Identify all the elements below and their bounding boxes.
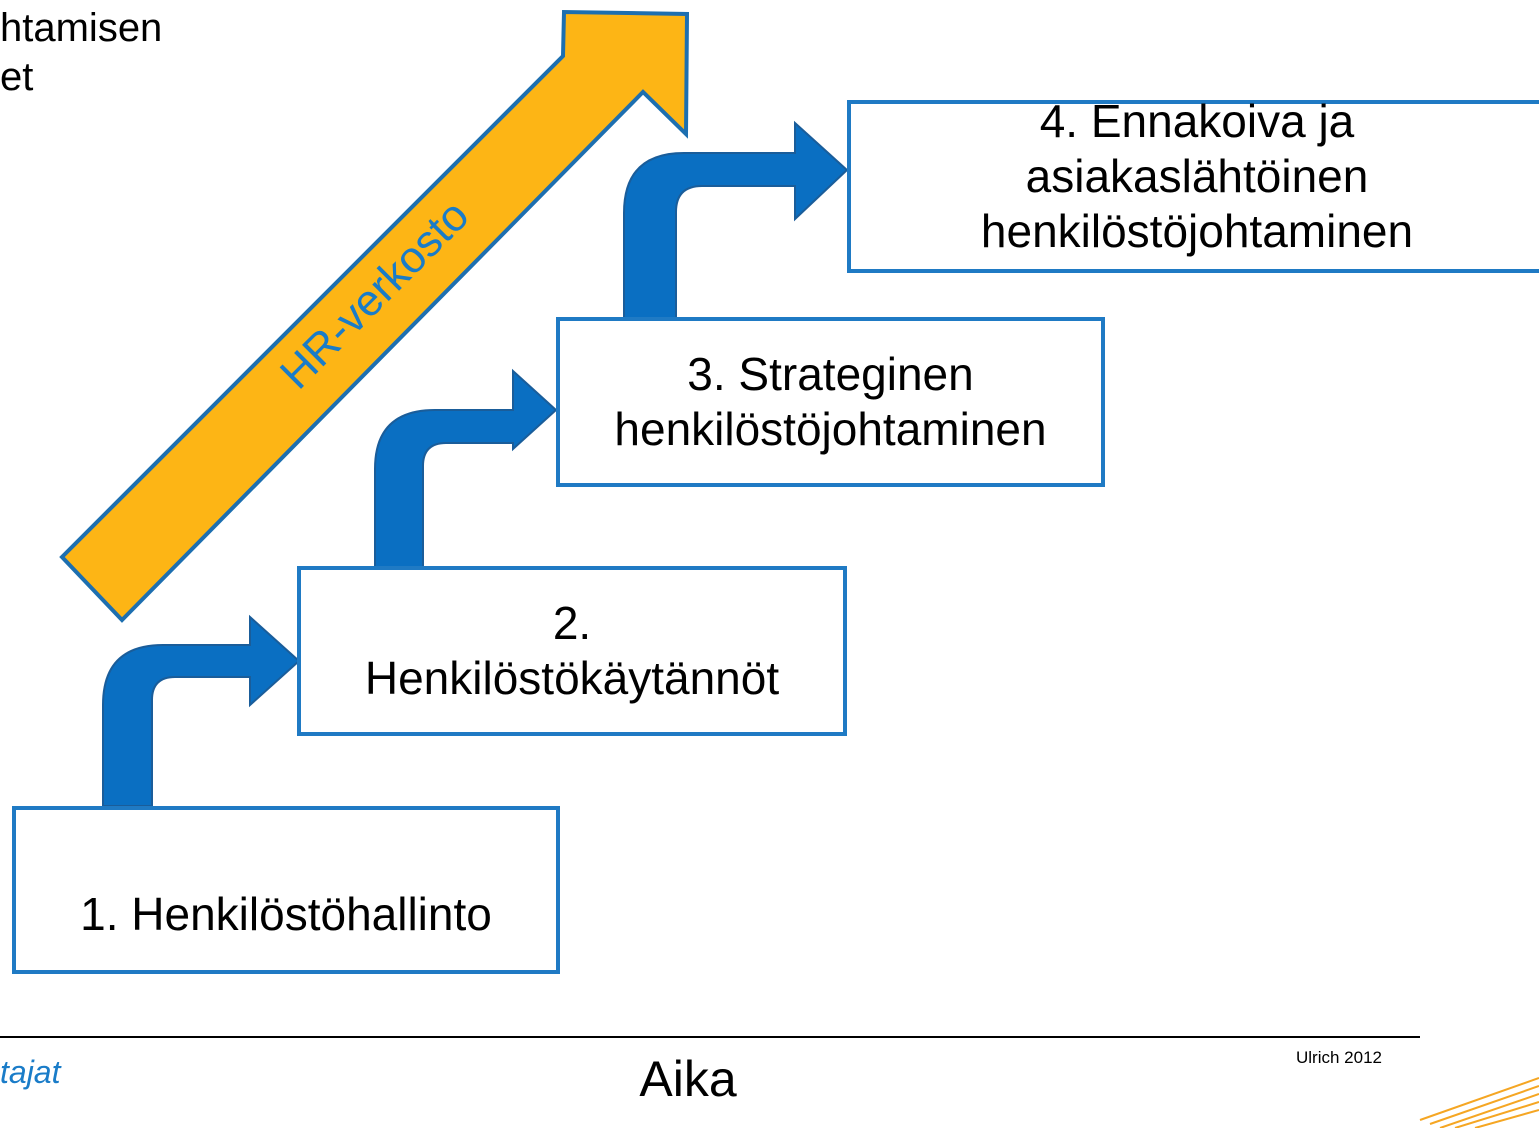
stage-2-label: 2. Henkilöstökäytännöt [364,596,780,704]
step-arrow-3-to-4 [623,120,849,319]
stage-3-label: 3. Strateginen henkilöstöjohtaminen [614,347,1047,455]
corner-title-fragment: htamisen et [0,6,163,99]
stage-1-label: 1. Henkilöstöhallinto [80,887,492,940]
stage-4-box: 4. Ennakoiva ja asiakaslähtöinen henkilö… [847,95,1539,273]
brand-stripes-logo [1419,1077,1539,1128]
footer-brand-text: tajat [0,1054,61,1090]
stage-2-box: 2. Henkilöstökäytännöt [297,566,847,736]
stage-4-label: 4. Ennakoiva ja asiakaslähtöinen henkilö… [980,95,1414,258]
time-axis-label: Aika [639,1051,737,1107]
stage-3-box: 3. Strateginen henkilöstöjohtaminen [556,317,1105,487]
footer-divider [0,1036,1420,1038]
stage-1-box: 1. Henkilöstöhallinto [12,806,560,974]
step-arrow-2-to-3 [374,368,558,568]
hr-network-arrow [59,9,690,623]
step-arrow-1-to-2 [102,614,301,807]
source-citation: Ulrich 2012 [1296,1048,1382,1067]
